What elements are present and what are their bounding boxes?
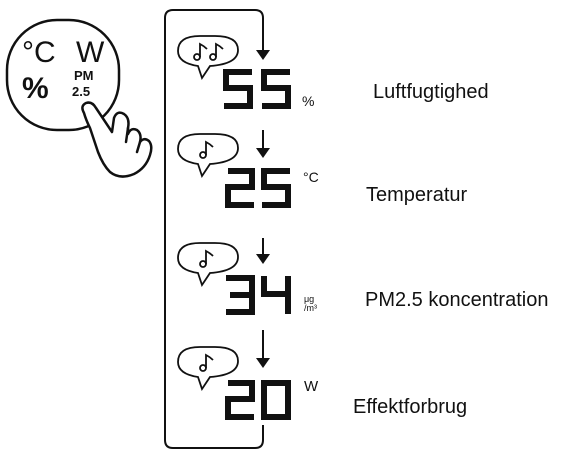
speech-bubble-icon bbox=[177, 346, 239, 392]
button-label-25: 2.5 bbox=[72, 84, 90, 99]
button-label-percent: % bbox=[22, 72, 49, 105]
step-pm25 bbox=[177, 238, 291, 315]
music-note-icon bbox=[199, 249, 214, 268]
unit-watt: W bbox=[304, 378, 319, 395]
step-temperature bbox=[177, 130, 291, 208]
unit-per-m3: /m³ bbox=[304, 303, 317, 313]
cycle-bracket bbox=[164, 9, 264, 449]
music-note-icon bbox=[193, 42, 224, 61]
down-arrow-icon bbox=[256, 40, 270, 60]
button-label-watt: W bbox=[76, 36, 105, 69]
seven-segment-value bbox=[225, 380, 291, 420]
seven-segment-value bbox=[225, 168, 291, 208]
label-pm25: PM2.5 koncentration bbox=[365, 289, 549, 311]
label-power: Effektforbrug bbox=[353, 396, 468, 418]
step-humidity bbox=[177, 35, 291, 109]
music-note-icon bbox=[199, 353, 214, 372]
speech-bubble-icon bbox=[177, 35, 239, 81]
unit-ug-m3: μg /m³ bbox=[304, 295, 317, 313]
seven-segment-value bbox=[226, 275, 291, 315]
down-arrow-icon bbox=[256, 130, 270, 158]
button-label-celsius: °C bbox=[22, 36, 56, 69]
tap-hand-icon bbox=[81, 101, 153, 178]
label-humidity: Luftfugtighed bbox=[373, 81, 489, 103]
music-note-icon bbox=[199, 140, 214, 159]
speech-bubble-icon bbox=[177, 133, 239, 179]
unit-percent: % bbox=[302, 93, 315, 109]
step-power bbox=[177, 330, 291, 420]
unit-ug: μg bbox=[304, 294, 315, 304]
button-label-pm: PM bbox=[74, 68, 94, 83]
speech-bubble-icon bbox=[177, 242, 239, 288]
seven-segment-value bbox=[223, 69, 291, 109]
unit-celsius: °C bbox=[303, 169, 319, 185]
mode-button[interactable]: °C W % PM 2.5 bbox=[5, 18, 121, 132]
down-arrow-icon bbox=[256, 330, 270, 368]
label-temperature: Temperatur bbox=[366, 184, 468, 206]
down-arrow-icon bbox=[256, 238, 270, 264]
